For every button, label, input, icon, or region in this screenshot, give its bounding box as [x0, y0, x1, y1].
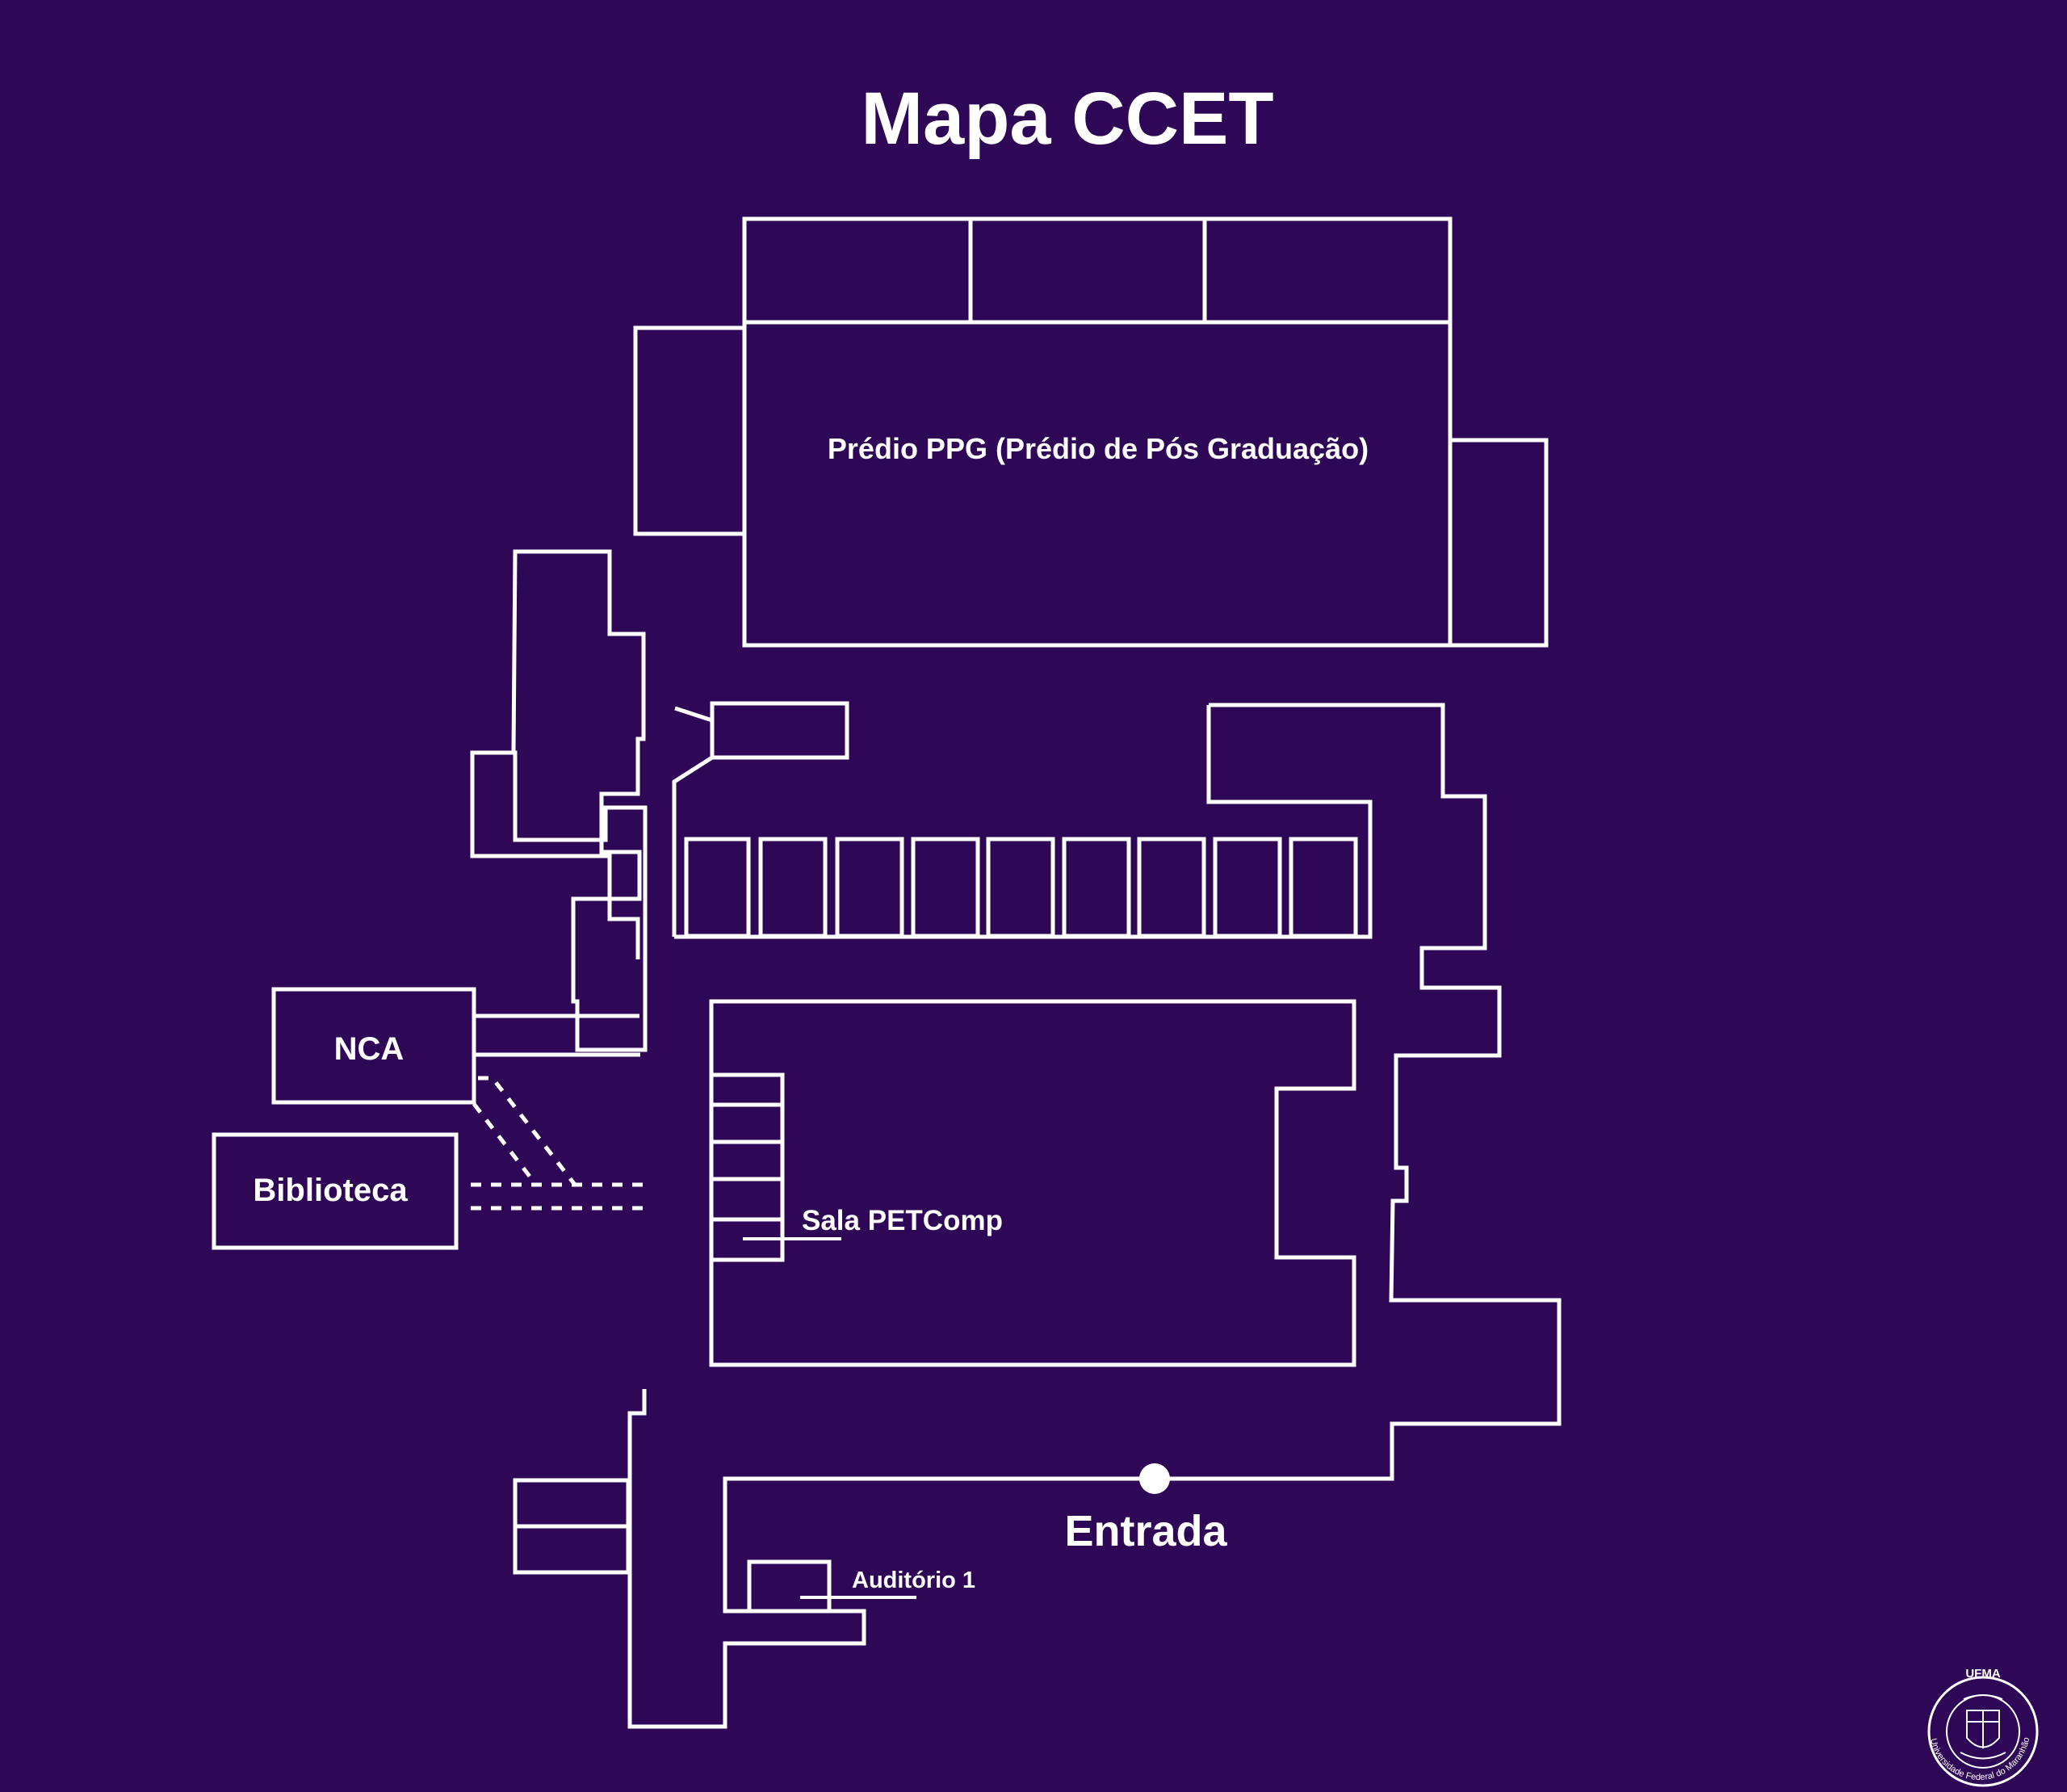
- nca-building[interactable]: [271, 987, 476, 1105]
- main-building[interactable]: [470, 549, 1562, 1729]
- entrada-label: Entrada: [1064, 1507, 1227, 1555]
- nca-label: NCA: [334, 1031, 405, 1067]
- auditorio-label: Auditório 1: [852, 1567, 975, 1593]
- biblioteca-label: Biblioteca: [253, 1173, 408, 1208]
- central-block[interactable]: [709, 999, 1356, 1367]
- map-title: Mapa CCET: [861, 78, 1273, 160]
- ppg-label: Prédio PPG (Prédio de Pós Graduação): [828, 432, 1369, 465]
- biblioteca-building[interactable]: [212, 1132, 459, 1250]
- petcomp-label: Sala PETComp: [802, 1205, 1003, 1236]
- lower-left-rooms[interactable]: [513, 1478, 631, 1575]
- auditorio-room[interactable]: [747, 1559, 832, 1614]
- entrance-marker[interactable]: [1139, 1463, 1170, 1494]
- ufma-seal-logo: UFMA Universidade Federal do Maranhão: [1927, 1667, 2039, 1787]
- dashed-walkway: [471, 1076, 644, 1211]
- petcomp-rooms[interactable]: [709, 1072, 785, 1262]
- ppg-building[interactable]: [633, 216, 1549, 648]
- ufma-acronym: UFMA: [1965, 1667, 2000, 1681]
- room-row[interactable]: [684, 837, 1358, 938]
- small-room[interactable]: [710, 701, 849, 760]
